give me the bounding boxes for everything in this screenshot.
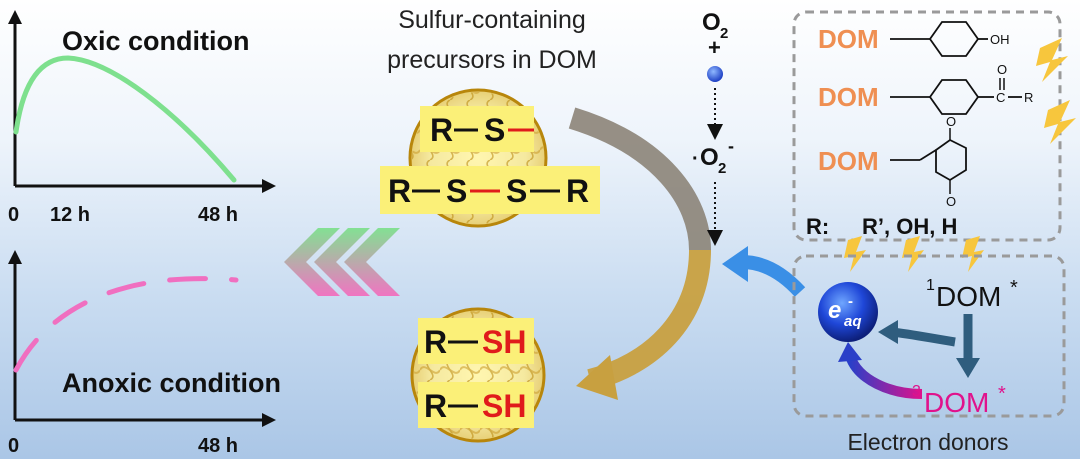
superoxide-label: O (700, 144, 719, 171)
quinone-o-bottom: O (946, 194, 956, 209)
top-s2b: S (506, 173, 527, 209)
plus-sign: + (708, 35, 721, 60)
superoxide-subscript: 2 (718, 160, 726, 177)
triplet-to-eaq-arrow (845, 354, 923, 399)
electron-donors-box: e aq - 1 DOM * 3 DOM * Electron donors (792, 254, 1066, 455)
lightning-icon-1 (1036, 38, 1068, 82)
anoxic-x-axis-arrowhead (262, 413, 276, 427)
o2-label: O (702, 9, 721, 36)
center-title-line1: Sulfur-containing (398, 6, 586, 34)
benzene-ring-2-icon (928, 79, 980, 115)
bottom-particle: R SH R SH (410, 307, 546, 443)
anoxic-y-axis-arrowhead (8, 250, 22, 264)
bottom-r1: R (424, 324, 447, 360)
anoxic-curve (13, 276, 239, 373)
center-title-line2: precursors in DOM (387, 46, 597, 74)
chevron-arrows-icon (284, 228, 400, 296)
top-s2a: S (446, 173, 467, 209)
dom-label-3: DOM (818, 146, 879, 176)
singlet-superscript: 1 (926, 277, 935, 294)
oxygen-column: O 2 + · O 2 - (692, 9, 734, 246)
quinone-ring-icon (935, 138, 967, 182)
brown-curved-arrow (568, 107, 711, 251)
blue-arrowhead-icon (722, 246, 748, 282)
lightning-icon-3 (844, 236, 866, 272)
r-legend-values: R’, OH, H (862, 214, 957, 239)
anoxic-tick-48h: 48 h (198, 435, 238, 457)
oxic-curve (13, 55, 237, 183)
triplet-star: * (998, 383, 1006, 405)
top-r2b: R (566, 173, 589, 209)
dom-label-2: DOM (818, 82, 879, 112)
donors-caption: Electron donors (847, 429, 1008, 455)
top-s1: S (484, 112, 505, 148)
dom-label-1: DOM (818, 24, 879, 54)
oxic-y-axis-arrowhead (8, 10, 22, 24)
blue-arrow-to-center (741, 255, 806, 297)
singlet-dom: DOM (936, 281, 1001, 312)
oxic-tick-0: 0 (8, 204, 19, 226)
top-r2a: R (388, 173, 411, 209)
carbonyl-o: O (997, 62, 1007, 77)
carbonyl-c: C (996, 90, 1005, 105)
triplet-superscript: 3 (912, 383, 921, 400)
r-legend-label: R: (806, 214, 829, 239)
eaq-subscript: aq (844, 313, 862, 330)
lightning-icon-5 (962, 236, 984, 272)
o2-subscript: 2 (720, 25, 728, 42)
gold-arrowhead-icon (576, 355, 618, 400)
singlet-to-eaq-arrow (891, 327, 956, 347)
bottom-r2: R (424, 388, 447, 424)
oxic-title: Oxic condition (62, 26, 250, 56)
superoxide-superscript: - (728, 136, 734, 156)
oh-label: OH (990, 32, 1010, 47)
anoxic-plot: Anoxic condition 0 48 h (8, 250, 281, 457)
structures-box: DOM OH DOM C O R DOM O O R: R’, OH, H (792, 10, 1062, 242)
lightning-icon-4 (902, 236, 924, 272)
bottom-sh2: SH (482, 388, 526, 424)
singlet-star: * (1010, 277, 1018, 299)
solvated-electron-sphere (818, 282, 878, 342)
triplet-dom: DOM (924, 387, 989, 418)
eaq-superscript: - (848, 293, 853, 310)
carbonyl-r: R (1024, 90, 1033, 105)
anoxic-tick-0: 0 (8, 435, 19, 457)
eaq-e: e (828, 297, 841, 324)
anoxic-title: Anoxic condition (62, 368, 281, 398)
bottom-sh1: SH (482, 324, 526, 360)
lightning-icon-2 (1044, 100, 1076, 144)
electron-dot-icon (707, 66, 723, 82)
oxic-tick-48h: 48 h (198, 204, 238, 226)
oxic-x-axis-arrowhead (262, 179, 276, 193)
oxic-plot: Oxic condition 0 12 h 48 h (8, 10, 276, 226)
oxic-tick-12h: 12 h (50, 204, 90, 226)
triplet-arrowhead-icon (838, 342, 862, 362)
superoxide-dot: · (692, 148, 699, 170)
top-particle: R S R S S R (380, 88, 600, 228)
lightning-icons (844, 38, 1076, 272)
top-r1: R (430, 112, 453, 148)
singlet-arrowhead-icon (878, 320, 898, 344)
benzene-ring-icon (928, 21, 980, 57)
quinone-o-top: O (946, 114, 956, 129)
isc-arrowhead-icon (956, 358, 980, 378)
